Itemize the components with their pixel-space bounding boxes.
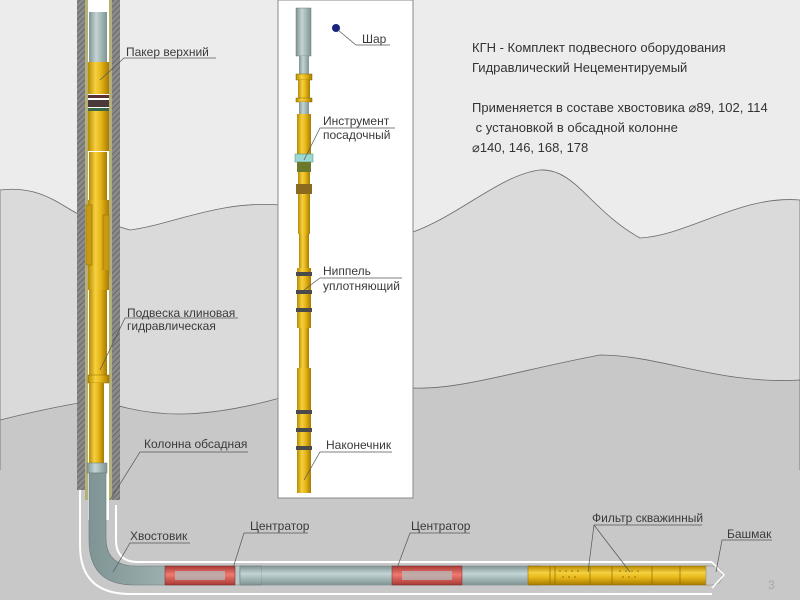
label-filter: Фильтр скважинный <box>592 511 704 525</box>
label-liner: Хвостовик <box>130 529 188 543</box>
usage-line-1: Применяется в составе хвостовика ⌀89, 10… <box>472 100 768 115</box>
label-setting-tool-line1: Инструмент <box>323 114 390 128</box>
label-nipple-line2: уплотняющий <box>323 279 400 293</box>
title-line-1: КГН - Комплект подвесного оборудования <box>472 40 726 55</box>
cement-right <box>109 0 112 500</box>
label-shoe: Башмак <box>727 527 772 541</box>
setting-tool-dogs <box>294 153 314 163</box>
tool-top-pipe <box>295 7 312 57</box>
label-centralizer-2: Центратор <box>411 519 471 533</box>
liner-collar <box>86 462 108 474</box>
liner-yellow-section <box>89 383 104 463</box>
label-liner-hanger-line1: Подвеска клиновая <box>127 306 236 320</box>
setting-tool <box>297 114 311 154</box>
label-setting-tool-line2: посадочный <box>323 128 391 142</box>
label-tip: Наконечник <box>326 438 392 452</box>
packer-ring <box>88 95 109 98</box>
label-upper-packer: Пакер верхний <box>126 45 209 59</box>
description-block: КГН - Комплект подвесного оборудования Г… <box>472 38 768 158</box>
open-hole-outline <box>79 490 712 595</box>
leader-lines <box>99 29 772 573</box>
casing-wall-left <box>77 0 85 490</box>
label-centralizer-1: Центратор <box>250 519 310 533</box>
hanger-slip-left <box>85 204 93 266</box>
centralizer-2 <box>391 565 463 586</box>
casing-wall-right <box>112 0 120 500</box>
label-liner-hanger-line2: гидравлическая <box>127 319 216 333</box>
pipe-coupling <box>239 565 263 586</box>
sealing-nipple <box>297 268 311 328</box>
label-ball: Шар <box>362 32 387 46</box>
guide-shoe <box>705 565 723 586</box>
usage-line-2: с установкой в обсадной колонне <box>472 120 678 135</box>
page-number: 3 <box>768 578 775 592</box>
title-line-2: Гидравлический Нецементируемый <box>472 60 688 75</box>
label-nipple-line1: Ниппель <box>323 264 371 278</box>
packer-seal <box>88 100 109 107</box>
filter-perforations <box>559 570 639 578</box>
centralizer-1 <box>164 565 236 586</box>
upper-packer <box>88 62 109 94</box>
hanger-slip-right <box>102 214 110 276</box>
usage-line-3: ⌀140, 146, 168, 178 <box>472 140 589 155</box>
label-casing: Колонна обсадная <box>144 437 248 451</box>
